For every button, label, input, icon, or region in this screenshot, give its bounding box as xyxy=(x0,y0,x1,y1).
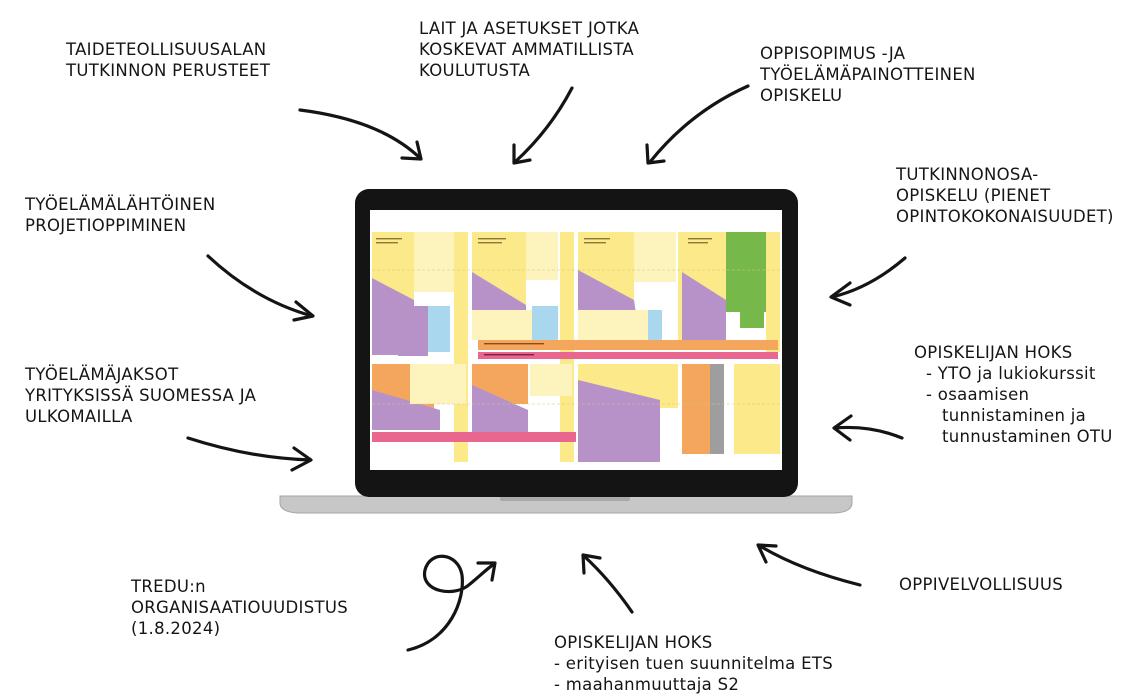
label-line: LAIT JA ASETUKSET JOTKA xyxy=(419,19,640,38)
hoks2-item: - maahanmuuttaja S2 xyxy=(554,675,740,694)
label-oppivelvollisuus: OPPIVELVOLLISUUS xyxy=(899,574,1063,595)
hoks2-item: - erityisen tuen suunnitelma ETS xyxy=(554,654,833,673)
label-taideteollisuus: TAIDETEOLLISUUSALAN TUTKINNON PERUSTEET xyxy=(66,39,270,81)
hoks1-item: - YTO ja lukiokurssit xyxy=(926,364,1096,383)
label-line: TYÖELÄMÄPAINOTTEINEN xyxy=(760,65,976,84)
label-line: TUTKINNON PERUSTEET xyxy=(66,61,271,80)
label-projekti: TYÖELÄMÄLÄHTÖINEN PROJETIOPPIMINEN xyxy=(25,194,215,236)
label-line: OPISKELU xyxy=(760,86,843,105)
arrow-lait xyxy=(513,86,574,164)
label-lait: LAIT JA ASETUKSET JOTKA KOSKEVAT AMMATIL… xyxy=(419,18,639,81)
arrow-tredu-loop xyxy=(406,554,496,652)
arrow-oppisopimus xyxy=(648,84,750,164)
label-tredu: TREDU:n ORGANISAATIOUUDISTUS (1.8.2024) xyxy=(131,576,348,639)
label-line: TYÖELÄMÄJAKSOT xyxy=(25,365,179,384)
label-line: OPISKELU (PIENET xyxy=(896,186,1051,205)
arrow-taideteollisuus xyxy=(298,108,422,160)
hoks1-item: tunnistaminen ja xyxy=(942,406,1087,425)
label-line: KOULUTUSTA xyxy=(419,61,531,80)
label-line: PROJETIOPPIMINEN xyxy=(25,216,187,235)
label-line: OPPIVELVOLLISUUS xyxy=(899,575,1063,594)
label-hoks2: OPISKELIJAN HOKS - erityisen tuen suunni… xyxy=(554,632,833,695)
label-line: TREDU:n xyxy=(131,577,206,596)
label-line: YRITYKSISSÄ SUOMESSA JA xyxy=(25,386,257,405)
laptop-base xyxy=(279,495,853,514)
label-line: TAIDETEOLLISUUSALAN xyxy=(66,40,267,59)
label-tutkinnonosa: TUTKINNONOSA- OPISKELU (PIENET OPINTOKOK… xyxy=(896,164,1114,227)
label-hoks1: OPISKELIJAN HOKS - YTO ja lukiokurssit -… xyxy=(914,342,1113,447)
hoks1-title: OPISKELIJAN HOKS xyxy=(914,343,1073,362)
label-line: TYÖELÄMÄLÄHTÖINEN xyxy=(25,195,216,214)
label-line: (1.8.2024) xyxy=(131,619,221,638)
label-line: KOSKEVAT AMMATILLISTA xyxy=(419,40,635,59)
arrow-tutkinnonosa xyxy=(830,256,907,299)
label-oppisopimus: OPPISOPIMUS -JA TYÖELÄMÄPAINOTTEINEN OPI… xyxy=(760,43,976,106)
arrow-hoks1 xyxy=(833,425,904,440)
arrow-oppivelvollisuus xyxy=(758,544,862,587)
label-line: ULKOMAILLA xyxy=(25,407,133,426)
label-jaksot: TYÖELÄMÄJAKSOT YRITYKSISSÄ SUOMESSA JA U… xyxy=(25,364,256,427)
hoks1-item: - osaamisen xyxy=(926,385,1030,404)
hoks1-item: tunnustaminen OTU xyxy=(942,427,1113,446)
label-line: ORGANISAATIOUUDISTUS xyxy=(131,598,349,617)
label-line: TUTKINNONOSA- xyxy=(896,165,1039,184)
arrow-projekti xyxy=(206,254,314,318)
label-line: OPINTOKOKONAISUUDET) xyxy=(896,207,1114,226)
arrow-jaksot xyxy=(186,436,312,462)
label-line: OPPISOPIMUS -JA xyxy=(760,44,906,63)
hoks2-title: OPISKELIJAN HOKS xyxy=(554,633,713,652)
laptop-screen xyxy=(370,210,782,470)
arrow-hoks2 xyxy=(582,554,634,614)
